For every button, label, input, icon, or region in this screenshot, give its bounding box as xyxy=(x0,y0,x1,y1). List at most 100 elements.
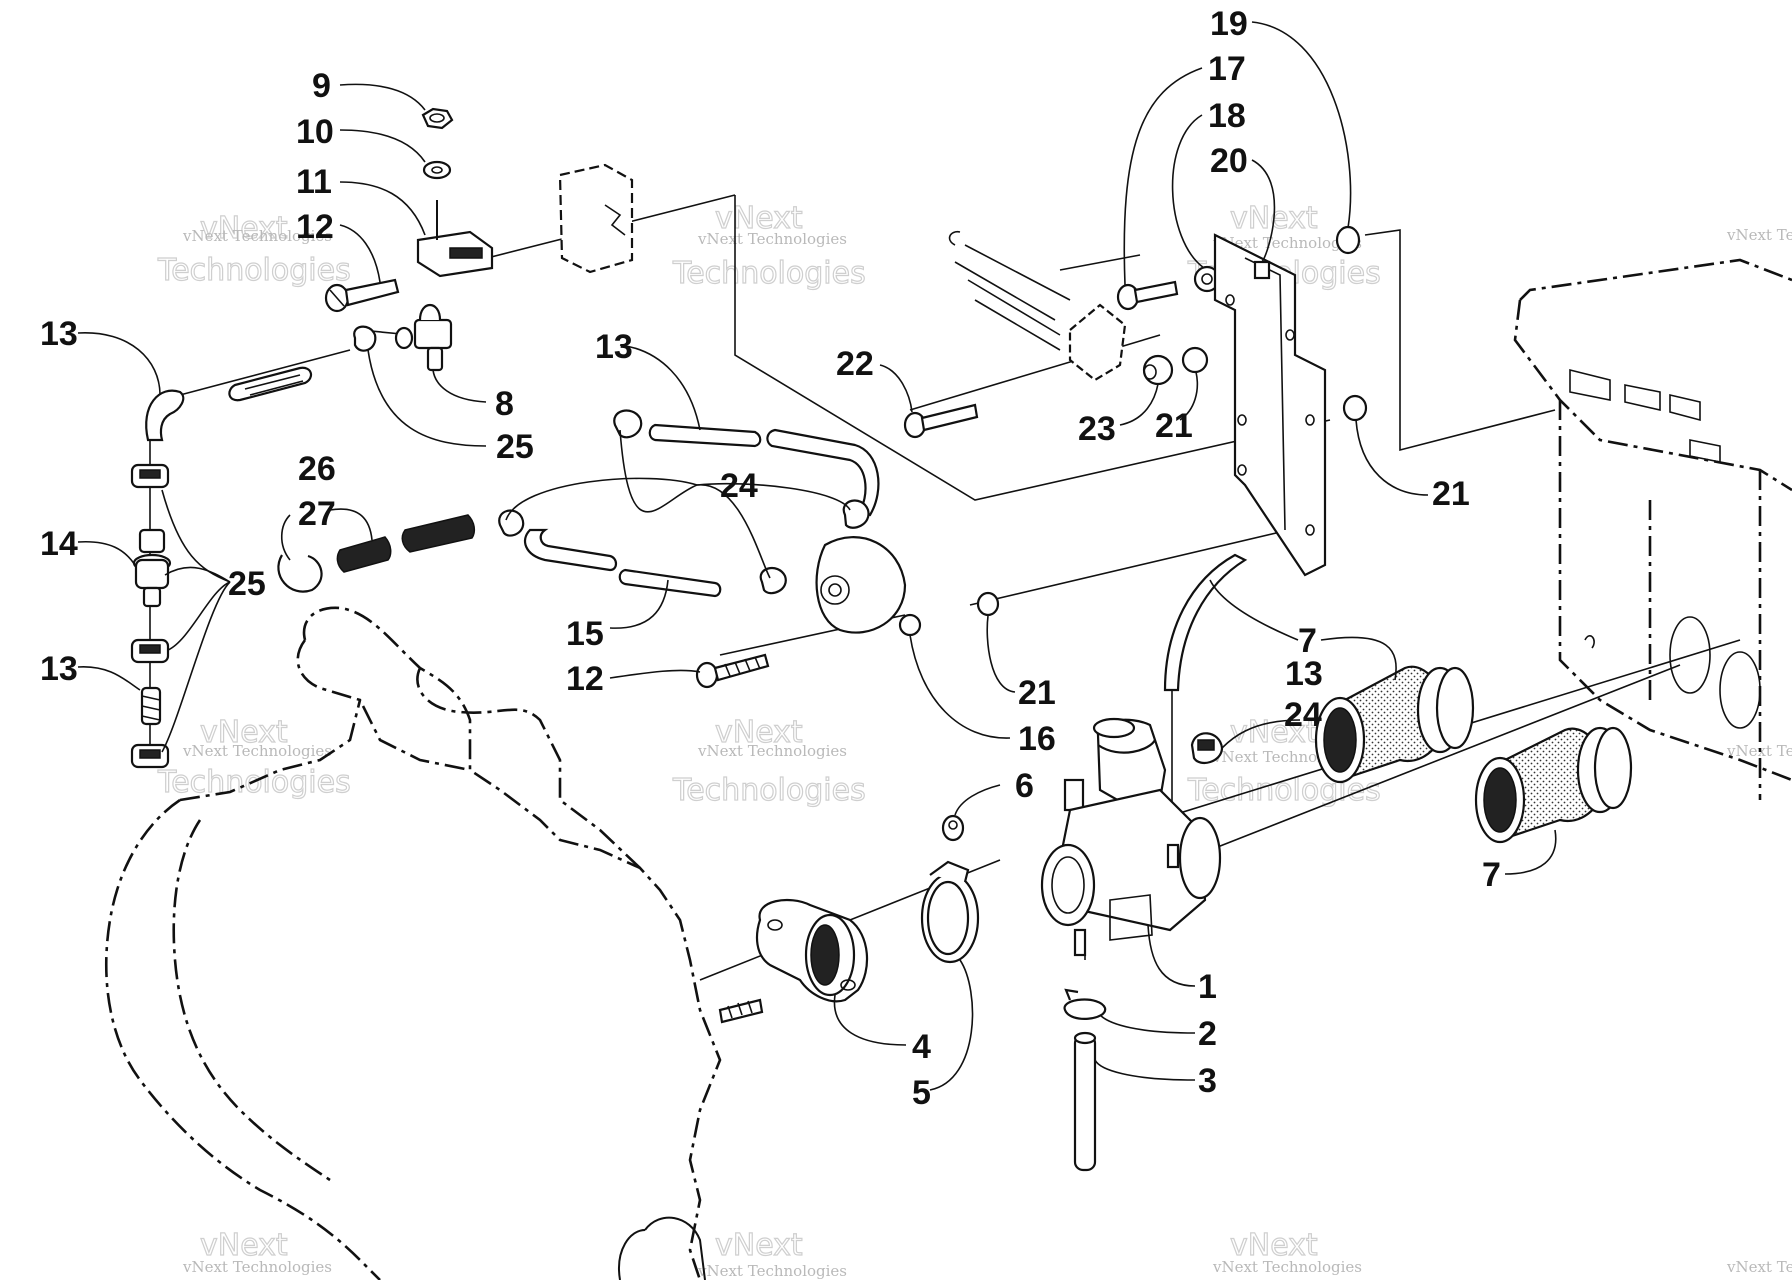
hose-clamp xyxy=(353,325,377,352)
callout-1: 1 xyxy=(1198,968,1217,1006)
guide-line xyxy=(179,349,351,396)
watermark-text: vNext Technologies xyxy=(182,742,332,760)
fuel-hose xyxy=(648,423,880,517)
watermark-text: vNext Technologies xyxy=(697,1262,847,1280)
watermark-text: vNext Technologies xyxy=(182,1258,332,1276)
callout-21c: 21 xyxy=(1018,674,1056,712)
callout-19: 19 xyxy=(1210,5,1248,43)
callout-12a: 12 xyxy=(296,208,334,246)
bracket xyxy=(416,200,494,278)
callout-7b: 7 xyxy=(1482,856,1501,894)
watermark: vNext vNext Technologies xyxy=(1212,1227,1362,1276)
stud-bolt xyxy=(718,998,764,1024)
hose-clamp xyxy=(130,463,170,489)
watermark-brand: vNext xyxy=(1230,715,1318,750)
fuel-petcock xyxy=(394,303,453,372)
watermark: vNext vNext Technologies xyxy=(697,1227,847,1280)
callout-10: 10 xyxy=(296,113,334,151)
nut xyxy=(1335,225,1361,255)
watermark: vNext vNext Technologies Technologies xyxy=(671,200,866,291)
watermark: vNext vNext Technologies Technologies xyxy=(671,714,866,808)
guide-lines xyxy=(149,194,1741,981)
callout-24a: 24 xyxy=(720,467,758,505)
hose-clamp xyxy=(759,566,787,595)
carburetor xyxy=(1040,717,1222,957)
callout-13b: 13 xyxy=(40,650,78,688)
inline-screen xyxy=(228,366,313,402)
watermark-brand: vNext xyxy=(200,715,288,750)
callout-7a: 7 xyxy=(1298,622,1317,660)
callout-23: 23 xyxy=(1078,410,1116,448)
spacer xyxy=(1142,354,1174,386)
guide-line xyxy=(909,334,1161,411)
watermark: vNext vNext Technologies xyxy=(182,1227,332,1276)
retaining-ring xyxy=(277,554,323,593)
watermark-text: vNext Technologies xyxy=(182,227,332,245)
fuel-filter xyxy=(132,528,172,608)
watermark: vNext vNext Technologies Technologies xyxy=(156,210,351,288)
callout-17: 17 xyxy=(1208,50,1246,88)
fuel-pump xyxy=(815,536,922,637)
watermark-text: vNext Technologies xyxy=(697,742,847,760)
vent-hose xyxy=(1163,553,1248,692)
callout-26: 26 xyxy=(298,450,336,488)
screw xyxy=(324,278,400,313)
watermark-text: vNext Technologies xyxy=(1726,1258,1792,1276)
callout-18: 18 xyxy=(1208,97,1246,135)
nut xyxy=(421,107,454,130)
callout-5: 5 xyxy=(912,1074,931,1112)
engine-outline xyxy=(105,606,722,1280)
callout-8: 8 xyxy=(495,385,514,423)
callout-22: 22 xyxy=(836,345,874,383)
guide-line xyxy=(734,195,1331,501)
callout-3: 3 xyxy=(1198,1062,1217,1100)
callout-11: 11 xyxy=(296,163,332,201)
air-silencer xyxy=(1513,258,1792,800)
watermark: vNext Technologies xyxy=(1726,1258,1792,1276)
fuel-hose xyxy=(145,389,185,442)
watermark-brand: Technologies xyxy=(157,253,351,288)
watermark-text: vNext Technologies xyxy=(1212,234,1362,252)
callout-4: 4 xyxy=(912,1028,931,1066)
spacer xyxy=(1181,346,1209,374)
callout-25b: 25 xyxy=(228,565,266,603)
hose-clamp xyxy=(613,409,643,439)
spring xyxy=(336,514,476,573)
washer xyxy=(422,160,452,180)
fuel-hose xyxy=(523,528,722,598)
guide-line xyxy=(1059,254,1141,271)
callout-2: 2 xyxy=(1198,1015,1217,1053)
callout-27: 27 xyxy=(298,495,336,533)
callout-13d: 13 xyxy=(1285,655,1323,693)
electrical-box xyxy=(558,163,634,274)
guide-line xyxy=(1209,664,1681,851)
guide-line xyxy=(969,524,1311,606)
watermark-brand: vNext xyxy=(715,715,803,750)
drain-hose xyxy=(1073,1031,1097,1172)
hose-clamp xyxy=(1190,732,1224,765)
watermark-text: vNext Technologies xyxy=(1212,1258,1362,1276)
watermark-text: vNext Technologies xyxy=(697,230,847,248)
callout-21a: 21 xyxy=(1155,407,1193,445)
spacer xyxy=(976,591,1000,617)
hose-clamp xyxy=(130,638,170,664)
intake-boot xyxy=(1314,665,1475,784)
watermark-text: vNext Technologies xyxy=(1726,226,1792,244)
callout-20: 20 xyxy=(1210,142,1248,180)
watermark-brand: vNext xyxy=(715,1228,803,1263)
callout-25a: 25 xyxy=(496,428,534,466)
screw xyxy=(695,653,770,689)
hose-clamp xyxy=(498,509,525,537)
callout-21b: 21 xyxy=(1432,475,1470,513)
guide-line xyxy=(1364,229,1556,452)
spacer xyxy=(1342,394,1368,422)
nipple xyxy=(941,814,965,842)
screw xyxy=(903,403,979,439)
hose-clamp xyxy=(842,499,870,529)
callout-labels: 1 2 3 4 5 6 7 7 8 9 10 11 12 12 13 13 13… xyxy=(40,5,1501,1112)
hose-clip xyxy=(1063,988,1107,1020)
wiring-connector xyxy=(948,230,1127,382)
intake-boot xyxy=(1474,726,1633,844)
watermark-brand: Technologies xyxy=(672,256,866,291)
